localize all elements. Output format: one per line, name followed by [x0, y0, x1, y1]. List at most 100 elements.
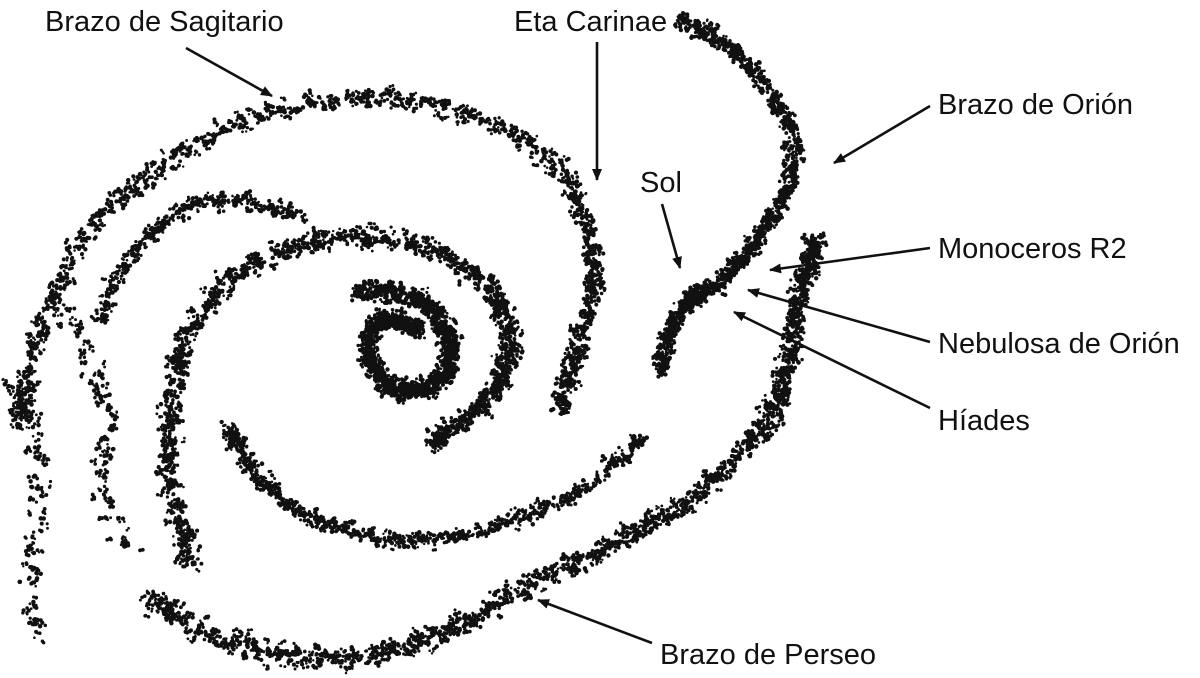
star-dot: [280, 109, 285, 114]
star-dot: [455, 419, 458, 423]
star-dot: [575, 358, 578, 361]
star-dot: [473, 115, 478, 120]
star-dot: [372, 240, 377, 245]
star-dot: [407, 105, 411, 109]
star-dot: [496, 298, 500, 303]
star-dot: [366, 101, 369, 105]
star-dot: [455, 422, 460, 428]
star-dot: [167, 411, 172, 416]
star-dot: [597, 298, 601, 303]
star-dot: [598, 277, 601, 280]
star-dot: [288, 115, 293, 120]
star-dot: [412, 97, 416, 102]
star-dot: [185, 331, 190, 336]
star-dot: [502, 355, 507, 360]
star-dot: [171, 355, 177, 360]
star-dot: [496, 396, 500, 400]
star-dot: [495, 364, 499, 368]
star-dot: [425, 439, 430, 445]
star-dot: [508, 359, 513, 363]
star-dot: [171, 167, 175, 171]
star-dot: [497, 387, 502, 392]
star-dot: [12, 395, 16, 400]
star-dot: [181, 355, 185, 359]
star-dot: [584, 344, 589, 348]
star-dot: [245, 644, 250, 650]
star-dot: [200, 629, 203, 633]
star-dot: [588, 318, 594, 323]
star-dot: [582, 334, 587, 339]
star-dot: [427, 429, 431, 433]
star-dot: [31, 350, 34, 354]
star-dot: [34, 322, 38, 326]
star-dot: [48, 298, 52, 303]
star-dot: [265, 637, 270, 642]
star-dot: [53, 292, 56, 295]
star-dot: [164, 478, 168, 483]
star-dot: [42, 307, 47, 312]
star-dot: [138, 598, 142, 602]
star-dot: [30, 320, 33, 323]
star-dot: [497, 116, 501, 120]
star-dot: [247, 637, 251, 640]
star-dot: [492, 127, 497, 132]
star-dot: [462, 104, 466, 108]
star-dot: [433, 438, 437, 442]
star-dot: [591, 234, 595, 237]
star-dot: [550, 152, 555, 157]
star-dot: [220, 288, 225, 293]
star-dot: [444, 421, 447, 424]
star-dot: [246, 273, 250, 277]
star-dot: [582, 280, 587, 285]
star-dot: [30, 387, 35, 392]
star-dot: [581, 204, 585, 207]
star-dot: [515, 347, 520, 352]
star-dot: [434, 108, 438, 112]
star-dot: [32, 356, 38, 361]
star-dot: [472, 108, 477, 113]
star-dot: [508, 349, 512, 353]
star-dot: [481, 118, 485, 122]
star-dot: [159, 425, 163, 429]
star-dot: [345, 242, 350, 247]
star-dot: [213, 306, 217, 310]
star-dot: [176, 497, 181, 502]
star-dot: [195, 136, 200, 142]
star-dot: [328, 105, 333, 110]
star-dot: [285, 254, 289, 258]
star-dot: [258, 262, 264, 267]
star-dot: [80, 244, 85, 249]
star-dot: [409, 93, 414, 97]
star-dot: [236, 110, 239, 114]
star-dot: [513, 334, 517, 337]
star-dot: [566, 346, 570, 350]
star-dot: [137, 193, 142, 198]
star-dot: [112, 210, 116, 214]
star-dot: [589, 259, 593, 262]
star-dot: [518, 332, 523, 338]
star-dot: [189, 546, 192, 550]
star-dot: [509, 129, 514, 134]
star-dot: [568, 209, 573, 214]
star-dot: [38, 380, 42, 384]
star-dot: [175, 153, 178, 156]
star-dot: [196, 316, 200, 321]
star-dot: [561, 390, 565, 395]
star-dot: [283, 98, 287, 102]
star-dot: [225, 644, 229, 648]
star-dot: [585, 287, 589, 291]
star-dot: [370, 93, 375, 99]
star-dot: [25, 366, 29, 370]
star-dot: [54, 290, 58, 294]
star-dot: [266, 116, 271, 121]
star-dot: [426, 240, 429, 244]
star-dot: [576, 359, 581, 364]
star-dot: [566, 388, 570, 392]
star-dot: [36, 322, 41, 327]
star-dot: [179, 560, 183, 564]
star-dot: [175, 530, 180, 534]
star-dot: [274, 245, 277, 248]
star-dot: [554, 376, 560, 381]
star-dot: [254, 115, 257, 119]
star-dot: [358, 225, 363, 230]
